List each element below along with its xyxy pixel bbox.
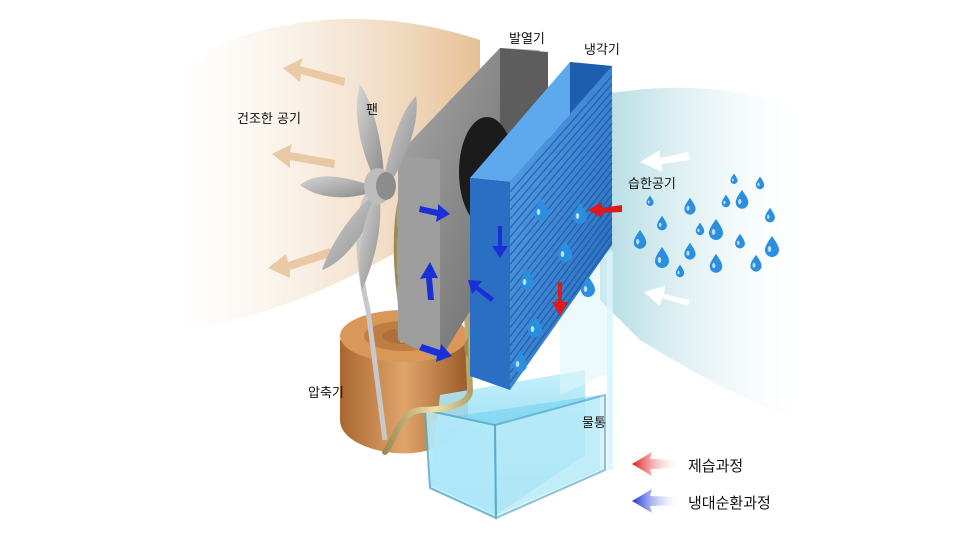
label-humid-air: 습한공기 xyxy=(628,177,676,192)
refrigeration-arrows xyxy=(419,204,508,362)
label-fan: 팬 xyxy=(366,103,378,118)
legend-arrow-dehumidify xyxy=(632,452,682,476)
legend-arrows xyxy=(632,452,682,513)
label-water-tank: 물통 xyxy=(582,416,606,431)
label-evaporator: 냉각기 xyxy=(584,43,620,58)
legend-label-dehumidify: 제습과정 xyxy=(688,457,744,475)
label-dry-air: 건조한 공기 xyxy=(237,112,301,127)
cool-air-arrows xyxy=(640,150,690,306)
fan xyxy=(300,85,417,290)
fan-stand xyxy=(356,193,388,441)
dehumidify-arrows xyxy=(552,202,622,316)
warm-air-plume xyxy=(180,19,480,330)
label-condenser: 발열기 xyxy=(509,32,545,47)
label-compressor: 압축기 xyxy=(308,386,344,401)
cool-air-plume xyxy=(600,87,800,421)
warm-air-arrows xyxy=(268,58,345,278)
legend-arrow-refrigeration xyxy=(632,489,682,513)
legend-label-refrigeration: 냉대순환과정 xyxy=(688,494,771,512)
